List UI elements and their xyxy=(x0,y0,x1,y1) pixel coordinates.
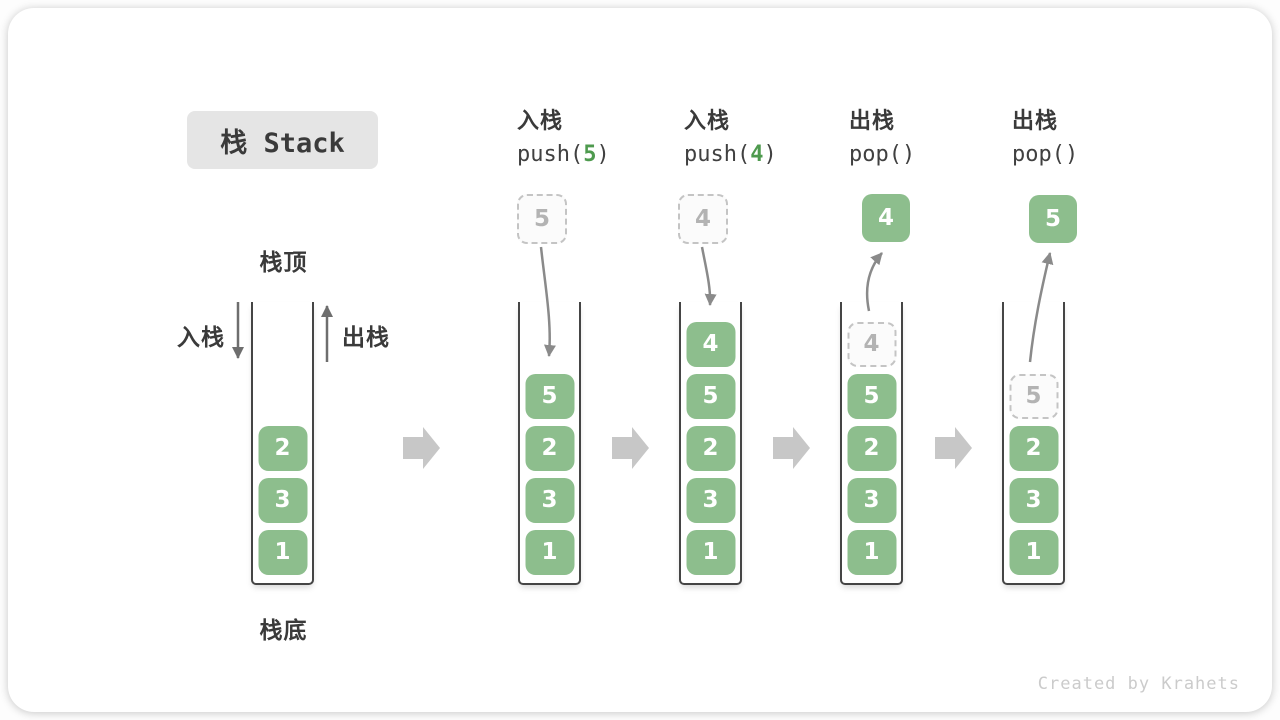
stack-top-label: 栈顶 xyxy=(259,249,308,275)
code-pre: pop() xyxy=(849,142,916,167)
stack-item-1: 1 xyxy=(258,530,307,575)
op-code: pop() xyxy=(1012,137,1078,173)
stack-item-1: 1 xyxy=(525,530,574,575)
op-header-push-5: 入栈 push(5) xyxy=(517,105,610,173)
code-post: ) xyxy=(596,142,610,167)
stack-state-push-5: 1 3 2 5 xyxy=(518,302,581,585)
stack-item-2: 2 xyxy=(847,426,896,471)
figure-title: 栈 Stack xyxy=(220,127,345,159)
code-arg: 4 xyxy=(750,142,764,167)
stack-state-pop-5: 1 3 2 5 xyxy=(1002,302,1065,585)
op-header-pop-4: 出栈 pop() xyxy=(849,105,915,173)
stack-item-3: 3 xyxy=(525,478,574,523)
op-header-pop-5: 出栈 pop() xyxy=(1012,105,1078,173)
stack-item-2: 2 xyxy=(686,426,735,471)
op-header-push-4: 入栈 push(4) xyxy=(684,105,777,173)
figure-title-box: 栈 Stack xyxy=(187,111,378,169)
stack-bottom-label: 栈底 xyxy=(259,617,308,643)
code-arg: 5 xyxy=(583,142,597,167)
stack-item-5: 5 xyxy=(686,374,735,419)
op-code: pop() xyxy=(849,137,915,173)
stack-item-2: 2 xyxy=(258,426,307,471)
push-side-label: 入栈 xyxy=(177,324,225,350)
stack-item-1: 1 xyxy=(1009,530,1058,575)
watermark: Created by Krahets xyxy=(1037,674,1240,694)
op-code: push(4) xyxy=(684,137,777,173)
op-label: 入栈 xyxy=(684,108,731,133)
floating-element-popped-5: 5 xyxy=(1029,195,1077,243)
stack-item-2: 2 xyxy=(525,426,574,471)
op-label: 出栈 xyxy=(849,108,896,133)
floating-element-popped-4: 4 xyxy=(862,194,910,242)
op-label: 出栈 xyxy=(1012,108,1059,133)
stack-item-5: 5 xyxy=(525,374,574,419)
stack-item-3: 3 xyxy=(258,478,307,523)
floating-element-dashed-4: 4 xyxy=(678,194,728,244)
stack-item-3: 3 xyxy=(686,478,735,523)
code-pre: push( xyxy=(517,142,584,167)
floating-element-dashed-5: 5 xyxy=(517,194,567,244)
stack-item-3: 3 xyxy=(847,478,896,523)
pop-side-label: 出栈 xyxy=(342,324,390,350)
code-pre: push( xyxy=(684,142,751,167)
code-pre: pop() xyxy=(1012,142,1079,167)
stack-item-5: 5 xyxy=(847,374,896,419)
stack-item-5-removed: 5 xyxy=(1009,374,1058,419)
op-label: 入栈 xyxy=(517,108,564,133)
stack-item-2: 2 xyxy=(1009,426,1058,471)
stack-state-initial: 1 3 2 xyxy=(251,302,314,585)
stack-item-1: 1 xyxy=(847,530,896,575)
stack-item-1: 1 xyxy=(686,530,735,575)
stack-state-push-4: 1 3 2 5 4 xyxy=(679,302,742,585)
code-post: ) xyxy=(763,142,777,167)
stack-item-4: 4 xyxy=(686,322,735,367)
op-code: push(5) xyxy=(517,137,610,173)
stack-state-pop-4: 1 3 2 5 4 xyxy=(840,302,903,585)
stack-item-3: 3 xyxy=(1009,478,1058,523)
stack-item-4-removed: 4 xyxy=(847,322,896,367)
